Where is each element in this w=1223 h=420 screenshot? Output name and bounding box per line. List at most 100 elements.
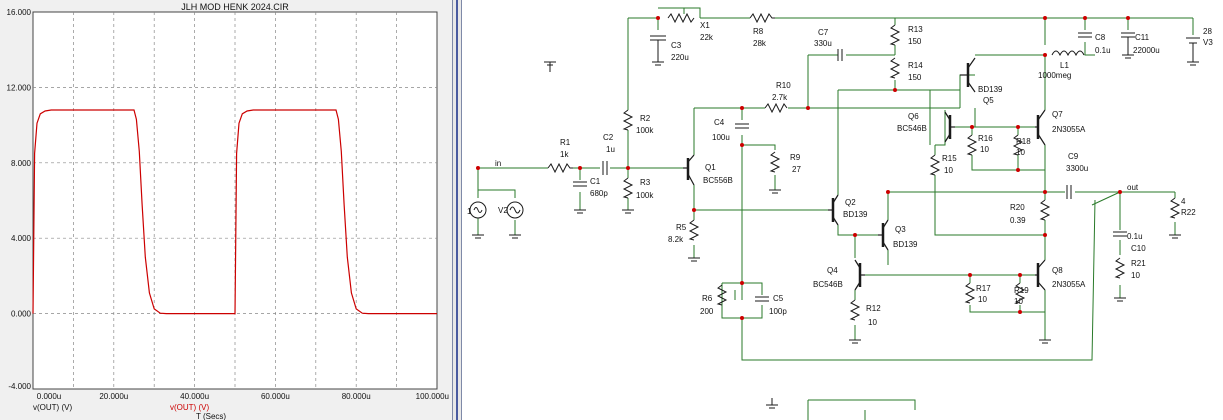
pane-splitter[interactable] xyxy=(452,0,462,420)
inductor-l1 xyxy=(1051,50,1085,57)
label-c10: C10 xyxy=(1131,244,1146,253)
label-r21: R21 xyxy=(1131,259,1146,268)
label-q5-model: BD139 xyxy=(978,85,1003,94)
value-r5: 8.2k xyxy=(668,235,684,244)
resistor-r20 xyxy=(1039,199,1051,221)
transistor-q1 xyxy=(683,154,695,186)
value-r16: 10 xyxy=(980,145,989,154)
label-q1: Q1 xyxy=(705,163,716,172)
resistor-r1 xyxy=(547,162,573,174)
resistor-r16 xyxy=(966,134,978,156)
resistor-r12 xyxy=(849,299,861,321)
label-c4: C4 xyxy=(714,118,725,127)
sine-source-v2 xyxy=(506,201,524,219)
label-r9: R9 xyxy=(790,153,801,162)
label-q2: Q2 xyxy=(845,198,856,207)
label-q5: Q5 xyxy=(983,96,994,105)
junction-dots xyxy=(476,16,1130,320)
value-x1: 22k xyxy=(700,33,714,42)
resistor-r9 xyxy=(769,151,781,173)
splitter-grip[interactable] xyxy=(456,0,458,420)
label-c8: C8 xyxy=(1095,33,1106,42)
analysis-plot-pane[interactable]: JLH MOD HENK 2024.CIR 16.000 12.000 8.00… xyxy=(0,0,452,420)
resistor-r6 xyxy=(716,284,728,306)
potentiometer-x1 xyxy=(667,12,695,24)
resistor-r10 xyxy=(764,102,788,114)
resistor-r18 xyxy=(1012,134,1024,156)
label-q3: Q3 xyxy=(895,225,906,234)
label-r12: R12 xyxy=(866,304,881,313)
resistor-r13 xyxy=(889,24,901,46)
value-c10: 0.1u xyxy=(1127,232,1143,241)
label-c1: C1 xyxy=(590,177,601,186)
label-c3: C3 xyxy=(671,41,682,50)
label-r16: R16 xyxy=(978,134,993,143)
net-label-out: out xyxy=(1127,183,1139,192)
label-r13: R13 xyxy=(908,25,923,34)
value-r6: 200 xyxy=(700,307,714,316)
wires xyxy=(477,7,1194,420)
label-r20: R20 xyxy=(1010,203,1025,212)
schematic-canvas[interactable]: X1 22k R8 28k C3 220u C7 330u R13 150 R1… xyxy=(462,0,1223,420)
x-tick-label: 80.000u xyxy=(342,392,371,401)
value-r8: 28k xyxy=(753,39,767,48)
legend-entry-vout-black: v(OUT) (V) xyxy=(33,403,72,412)
value-c5: 100p xyxy=(769,307,787,316)
analysis-plot[interactable]: JLH MOD HENK 2024.CIR 16.000 12.000 8.00… xyxy=(0,0,452,420)
component-labels: X1 22k R8 28k C3 220u C7 330u R13 150 R1… xyxy=(467,21,1213,327)
label-c2: C2 xyxy=(603,133,614,142)
resistor-r8 xyxy=(749,12,775,24)
label-r8: R8 xyxy=(753,27,764,36)
schematic-pane[interactable]: X1 22k R8 28k C3 220u C7 330u R13 150 R1… xyxy=(462,0,1223,420)
label-r6: R6 xyxy=(702,294,713,303)
resistor-r15 xyxy=(929,154,941,176)
value-q7: 2N3055A xyxy=(1052,125,1086,134)
plot-title: JLH MOD HENK 2024.CIR xyxy=(181,2,289,12)
x-tick-label: 20.000u xyxy=(99,392,128,401)
value-r15: 10 xyxy=(944,166,953,175)
label-q7: Q7 xyxy=(1052,110,1063,119)
label-q4: Q4 xyxy=(827,266,838,275)
value-q6: BC546B xyxy=(897,124,927,133)
label-c7: C7 xyxy=(818,28,829,37)
label-r2: R2 xyxy=(640,114,651,123)
value-r9: 27 xyxy=(792,165,801,174)
label-r10: R10 xyxy=(776,81,791,90)
components xyxy=(469,12,1200,409)
value-r18: 10 xyxy=(1016,148,1025,157)
resistor-r21 xyxy=(1114,257,1126,279)
value-c7: 330u xyxy=(814,39,832,48)
resistor-r19 xyxy=(1014,282,1026,304)
value-r3: 100k xyxy=(636,191,654,200)
label-v3: V3 xyxy=(1203,38,1213,47)
transistor-q7 xyxy=(1035,109,1046,146)
ground-symbols xyxy=(472,54,1199,409)
x-tick-label: 40.000u xyxy=(180,392,209,401)
legend-entry-vout-red: v(OUT) (V) xyxy=(170,403,209,412)
value-r20: 0.39 xyxy=(1010,216,1026,225)
value-c8: 0.1u xyxy=(1095,46,1111,55)
value-r21: 10 xyxy=(1131,271,1140,280)
label-r19: R19 xyxy=(1014,286,1029,295)
x-tick-label: 100.000u xyxy=(416,392,449,401)
value-r13: 150 xyxy=(908,37,922,46)
label-r15: R15 xyxy=(942,154,957,163)
label-q8: Q8 xyxy=(1052,266,1063,275)
transistor-q6 xyxy=(944,111,955,143)
label-r1: R1 xyxy=(560,138,571,147)
node-number-r22: 4 xyxy=(1181,197,1186,206)
net-label-in: in xyxy=(495,159,501,168)
label-r22: R22 xyxy=(1181,208,1196,217)
x-tick-label: 60.000u xyxy=(261,392,290,401)
y-tick-label: 4.000 xyxy=(11,234,32,243)
transistor-q4 xyxy=(854,259,865,291)
value-c9: 3300u xyxy=(1066,164,1088,173)
series-line-vout[interactable] xyxy=(32,109,437,315)
value-q1: BC556B xyxy=(703,176,733,185)
value-q8: 2N3055A xyxy=(1052,280,1086,289)
label-c11: C11 xyxy=(1135,33,1150,42)
value-c2: 1u xyxy=(606,145,615,154)
label-c5: C5 xyxy=(773,294,784,303)
transistor-q2 xyxy=(828,194,839,226)
resistor-r3 xyxy=(622,177,634,199)
